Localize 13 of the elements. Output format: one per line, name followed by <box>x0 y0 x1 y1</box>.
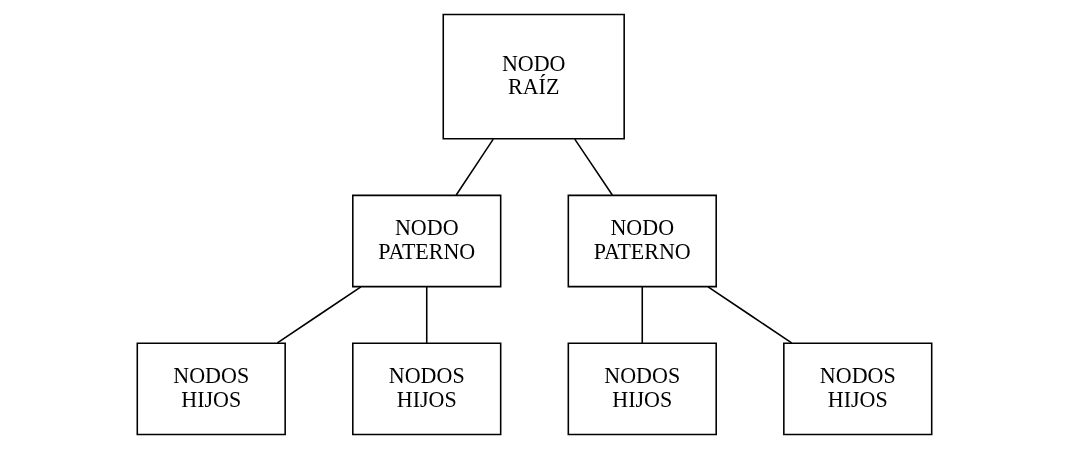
node-box: NODO RAÍZ <box>442 13 625 140</box>
node-box: NODOS HIJOS <box>783 342 933 436</box>
connector <box>573 138 614 196</box>
node-box: NODO PATERNO <box>352 194 502 288</box>
node-box: NODOS HIJOS <box>136 342 286 436</box>
connector <box>641 286 644 344</box>
connector <box>707 286 793 344</box>
connector <box>455 138 495 196</box>
connector <box>425 286 428 344</box>
connector <box>276 286 362 344</box>
node-box: NODOS HIJOS <box>352 342 502 436</box>
node-box: NODOS HIJOS <box>567 342 717 436</box>
node-box: NODO PATERNO <box>567 194 717 288</box>
